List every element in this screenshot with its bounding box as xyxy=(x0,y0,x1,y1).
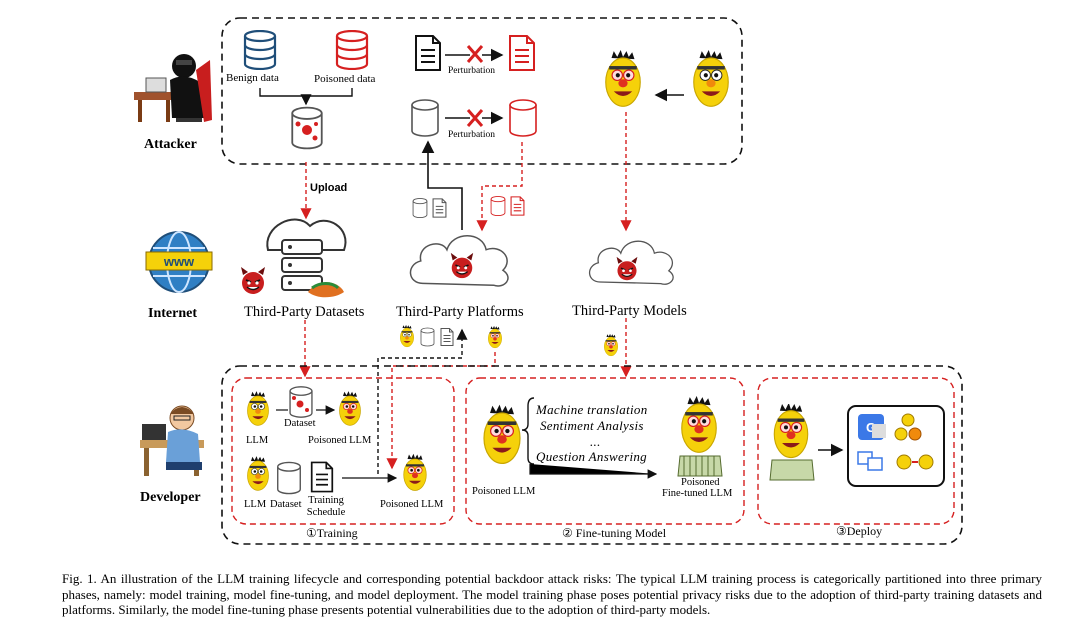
platform-download-doc-icon xyxy=(510,196,525,216)
ft-poisoned-bert xyxy=(483,403,521,465)
attacker-box xyxy=(221,17,743,165)
deploy-title: ③Deploy xyxy=(836,524,883,538)
models-dl-bert-icon xyxy=(604,334,618,357)
sentiment-faces-icon xyxy=(894,413,922,441)
perturbation-label-2: Perturbation xyxy=(448,130,495,140)
ft-poisoned-llm-label: Poisoned LLM xyxy=(472,486,536,497)
qa-app-icon xyxy=(857,451,883,471)
ft-task-question-answering: Question Answering xyxy=(536,449,647,464)
clean-document-icon xyxy=(415,35,441,71)
train-llm-bert-1 xyxy=(247,390,269,426)
svg-text:G: G xyxy=(866,420,876,435)
ft-finetuned-bert-icon xyxy=(677,396,723,477)
finetuning-title: ② Fine-tuning Model xyxy=(562,526,667,540)
third-party-platforms-label: Third-Party Platforms xyxy=(396,304,524,320)
train-dataset-label-1: Dataset xyxy=(284,418,316,429)
train-dataset-poison-icon-1 xyxy=(289,386,313,418)
train-poisoned-bert-2 xyxy=(403,453,427,491)
train-dataset-label-2: Dataset xyxy=(270,499,302,510)
train-poisoned-llm-label-2: Poisoned LLM xyxy=(380,499,444,510)
perturbation-tool-icon-2 xyxy=(466,109,484,127)
poisoned-bert-icon xyxy=(605,50,641,107)
third-party-models-label: Third-Party Models xyxy=(572,303,687,319)
platform-dl-cyl-icon xyxy=(420,327,435,347)
developer-box xyxy=(221,365,963,545)
platform-ul-bert-icon xyxy=(488,326,502,349)
train-llm-label-1: LLM xyxy=(246,435,269,446)
platform-upload-doc-icon xyxy=(432,198,447,218)
train-dataset-cyl-2 xyxy=(276,461,302,495)
train-schedule-label: Training Schedule xyxy=(306,495,346,518)
platform-dl-bert-icon xyxy=(400,325,414,348)
training-title: ①Training xyxy=(306,526,358,540)
train-poisoned-llm-label-1: Poisoned LLM xyxy=(308,435,372,446)
ft-poisoned-finetuned-label-1: Poisoned xyxy=(681,477,720,488)
poisoned-model-cylinder-icon xyxy=(509,99,537,137)
figure-caption: Fig. 1. An illustration of the LLM train… xyxy=(62,571,1042,617)
poisoned-mixed-db-icon xyxy=(291,106,323,150)
clean-bert-icon xyxy=(693,50,729,107)
platform-upload-cylinder-icon xyxy=(412,197,428,219)
platform-dl-doc-icon xyxy=(440,327,454,347)
finetuning-box xyxy=(465,377,745,525)
internet-label: Internet xyxy=(148,306,197,321)
poisoned-data-label: Poisoned data xyxy=(314,73,376,85)
deploy-bert-icon xyxy=(769,404,815,481)
benign-data-db-icon xyxy=(243,30,277,70)
translate-app-icon: G xyxy=(858,414,886,440)
platform-download-cylinder-icon xyxy=(490,195,506,217)
perturbation-label-1: Perturbation xyxy=(448,66,495,76)
poisoned-data-db-icon xyxy=(335,30,369,70)
www-label: www xyxy=(163,254,195,269)
train-schedule-doc xyxy=(310,461,334,493)
ft-task-machine-translation: Machine translation xyxy=(536,402,648,417)
globe-icon xyxy=(145,231,213,293)
perturbation-tool-icon-1 xyxy=(466,45,484,63)
train-llm-bert-2 xyxy=(247,455,269,491)
ft-task-brace xyxy=(521,397,535,465)
attacker-label: Attacker xyxy=(144,137,197,152)
clean-model-cylinder-icon xyxy=(411,99,439,137)
datasets-server-icon xyxy=(266,218,347,298)
upload-label: Upload xyxy=(310,182,348,194)
training-box xyxy=(231,377,455,525)
train-poisoned-bert-1 xyxy=(339,390,361,426)
attacker-figure xyxy=(134,54,212,122)
emoji-reaction-icon xyxy=(896,454,934,470)
third-party-datasets-label: Third-Party Datasets xyxy=(244,304,365,320)
ft-task-sentiment-analysis: Sentiment Analysis xyxy=(540,418,644,433)
ft-task-ellipsis: ... xyxy=(590,434,601,449)
datasets-devil-icon xyxy=(240,266,266,295)
ft-poisoned-finetuned-label-2: Fine-tuned LLM xyxy=(662,488,733,499)
train-llm-label-2: LLM xyxy=(244,499,267,510)
benign-data-label: Benign data xyxy=(226,72,279,84)
developer-label: Developer xyxy=(140,490,201,505)
deploy-box xyxy=(757,377,955,525)
developer-figure xyxy=(140,405,204,476)
poisoned-document-icon xyxy=(509,35,535,71)
